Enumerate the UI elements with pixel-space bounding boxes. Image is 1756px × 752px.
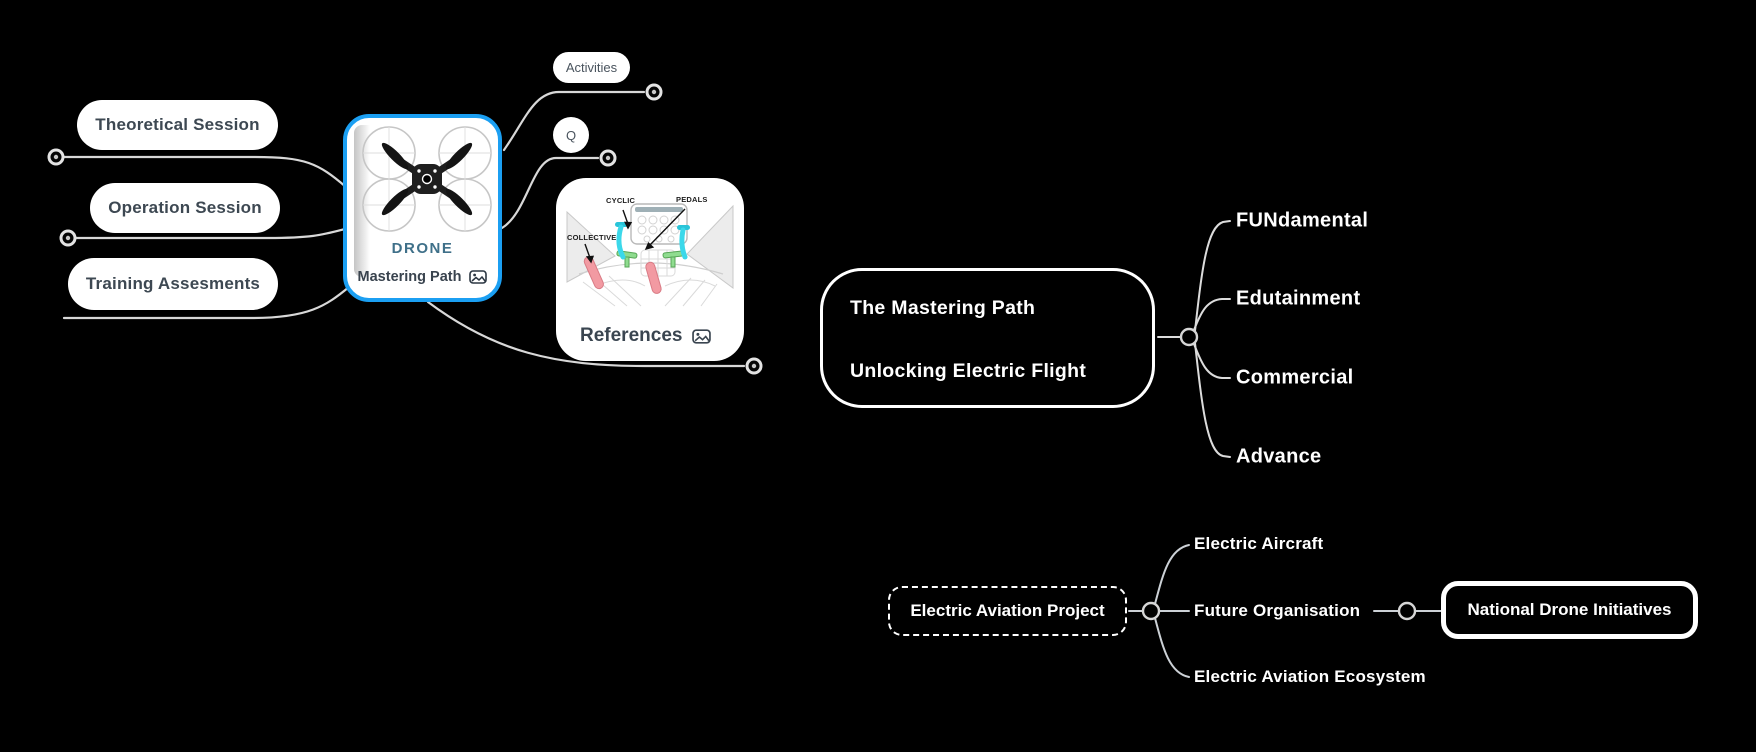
topic-label: Activities <box>565 60 618 75</box>
picture-icon <box>469 270 488 284</box>
references-label: References <box>580 325 683 346</box>
collapse-indicator <box>599 149 617 167</box>
branch-connector[interactable] <box>1141 601 1161 621</box>
topic-label: Operation Session <box>108 198 262 217</box>
topic-operation-session[interactable]: Operation Session <box>90 183 280 233</box>
root-title-line2: Unlocking Electric Flight <box>850 360 1087 382</box>
diagram-label-collective: COLLECTIVE <box>567 233 617 242</box>
topic-label: Q <box>565 127 577 143</box>
topic-label: Theoretical Session <box>95 115 260 134</box>
topic-training-assesments[interactable]: Training Assesments <box>68 258 278 310</box>
topic-electric-aviation-ecosystem[interactable]: Electric Aviation Ecosystem <box>1194 667 1426 686</box>
branch-references <box>426 300 746 368</box>
drone-caption: DRONE <box>391 240 454 257</box>
branch-theoretical <box>62 155 348 189</box>
branch-training <box>62 285 351 320</box>
topic-references[interactable]: CYCLIC PEDALS COLLECTIVE References <box>556 178 744 361</box>
topic-national-drone-initiatives[interactable]: National Drone Initiatives <box>1441 581 1698 639</box>
diagram-label-cyclic: CYCLIC <box>606 196 636 205</box>
collapse-indicator <box>645 83 663 101</box>
helicopter-controls-image <box>566 203 734 307</box>
diagram-label-pedals: PEDALS <box>676 195 708 204</box>
collapse-indicators[interactable] <box>47 83 763 375</box>
branch-connector[interactable] <box>1179 327 1199 347</box>
topic-theoretical-session[interactable]: Theoretical Session <box>77 100 278 150</box>
branch-q <box>500 156 600 230</box>
branch-connector[interactable] <box>1397 601 1417 621</box>
root-title-line1: The Mastering Path <box>850 297 1036 319</box>
branch-operation <box>74 227 347 240</box>
collapse-indicator <box>745 357 763 375</box>
topic-fundamental[interactable]: FUNdamental <box>1236 209 1369 232</box>
topic-label: National Drone Initiatives <box>1467 600 1672 619</box>
topic-label: Training Assesments <box>85 274 261 293</box>
drone-image <box>362 126 492 232</box>
branch-activities <box>502 90 646 152</box>
topic-label: Electric Aviation Project <box>910 601 1105 620</box>
topic-edutainment[interactable]: Edutainment <box>1236 287 1361 310</box>
topic-advance[interactable]: Advance <box>1236 445 1322 468</box>
central-topic-label: Mastering Path <box>357 269 462 285</box>
topic-future-organisation[interactable]: Future Organisation <box>1194 601 1361 620</box>
collapse-indicator <box>59 229 77 247</box>
topic-electric-aircraft[interactable]: Electric Aircraft <box>1194 534 1324 553</box>
photo-shade <box>354 125 370 277</box>
topic-commercial[interactable]: Commercial <box>1236 366 1354 389</box>
central-topic-mastering-path[interactable]: DRONE Mastering Path <box>343 114 502 302</box>
topic-q[interactable]: Q <box>553 117 589 153</box>
topic-activities[interactable]: Activities <box>553 52 630 83</box>
topic-electric-aviation-project[interactable]: Electric Aviation Project <box>888 586 1127 636</box>
collapse-indicator <box>47 148 65 166</box>
topic-the-mastering-path[interactable]: The Mastering Path Unlocking Electric Fl… <box>820 268 1155 408</box>
picture-icon <box>692 328 712 344</box>
